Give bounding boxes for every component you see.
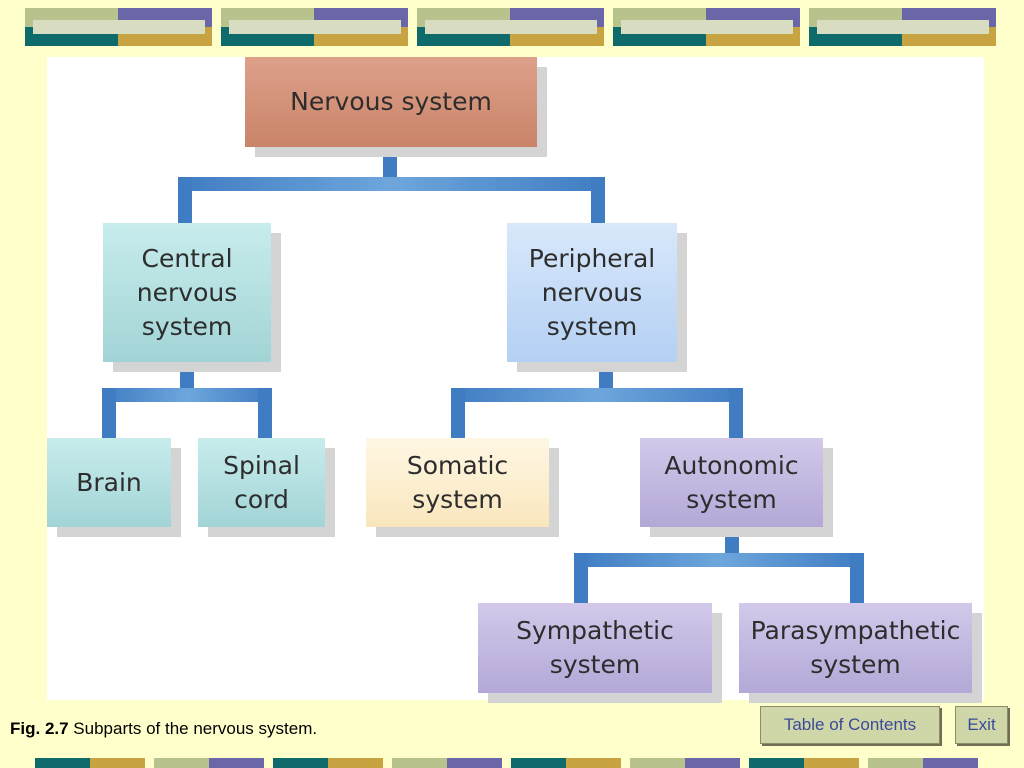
node-autonomic-system: Autonomic system (640, 438, 823, 527)
table-of-contents-button[interactable]: Table of Contents (760, 706, 940, 744)
node-peripheral-label: Peripheral nervous system (528, 243, 656, 341)
node-peripheral-nervous-system: Peripheral nervous system (507, 223, 677, 362)
connector-central-branch (102, 388, 272, 402)
connector-root-branch (178, 177, 605, 191)
footer-decoration (0, 758, 1024, 768)
connector-to-autonomic (729, 388, 743, 438)
caption-label: Fig. 2.7 (10, 719, 69, 738)
node-spinal-cord-label: Spinal cord (223, 450, 300, 514)
node-autonomic-label: Autonomic system (664, 450, 799, 514)
node-brain: Brain (47, 438, 171, 527)
exit-button[interactable]: Exit (955, 706, 1008, 744)
node-central-nervous-system: Central nervous system (103, 223, 271, 362)
node-nervous-system: Nervous system (245, 57, 537, 147)
node-brain-label: Brain (76, 467, 142, 497)
connector-autonomic-branch (574, 553, 864, 567)
connector-to-central (178, 177, 192, 223)
connector-peripheral-branch (451, 388, 743, 402)
connector-to-brain (102, 388, 116, 438)
connector-to-sympathetic (574, 553, 588, 603)
node-central-label: Central nervous system (136, 243, 238, 341)
node-somatic-system: Somatic system (366, 438, 549, 527)
node-nervous-system-label: Nervous system (290, 87, 492, 116)
header-decoration (0, 0, 1024, 50)
node-parasympathetic-label: Parasympathetic system (750, 616, 961, 679)
table-of-contents-label: Table of Contents (783, 715, 917, 734)
figure-caption: Fig. 2.7 Subparts of the nervous system. (10, 719, 317, 739)
diagram-canvas: Nervous system Central nervous system Pe… (47, 57, 984, 700)
connector-to-peripheral (591, 177, 605, 223)
node-somatic-label: Somatic system (406, 450, 509, 514)
connector-to-somatic (451, 388, 465, 438)
node-sympathetic-system: Sympathetic system (478, 603, 712, 693)
caption-text: Subparts of the nervous system. (68, 719, 318, 738)
connector-to-spinal (258, 388, 272, 438)
exit-label: Exit (967, 715, 996, 734)
node-sympathetic-label: Sympathetic system (516, 616, 674, 679)
node-spinal-cord: Spinal cord (198, 438, 325, 527)
node-parasympathetic-system: Parasympathetic system (739, 603, 972, 693)
connector-to-parasympathetic (850, 553, 864, 603)
